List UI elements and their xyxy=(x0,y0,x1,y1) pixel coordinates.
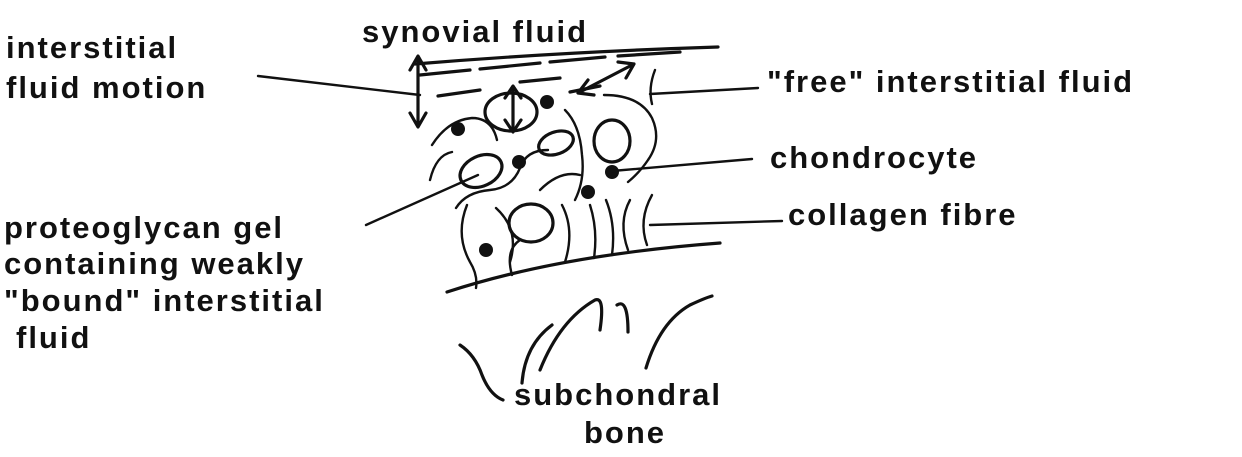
collagen-fibre xyxy=(562,205,569,262)
leader-chondrocyte xyxy=(612,159,752,171)
bone-trabecula xyxy=(540,300,602,370)
surface-dash xyxy=(618,52,680,56)
label-proteoglycan-gel-line3: "bound" interstitial xyxy=(4,283,325,318)
collagen-fibre xyxy=(590,205,595,258)
label-synovial-fluid: synovial fluid xyxy=(362,14,588,49)
chondrocyte-cell xyxy=(485,93,537,131)
collagen-fibre xyxy=(430,152,452,180)
leader-collagen-fibre xyxy=(650,221,782,225)
label-subchondral-line1: subchondral xyxy=(514,377,722,412)
leader-free-interstitial-fluid xyxy=(650,88,758,94)
collagen-fibre xyxy=(623,200,630,250)
collagen-fibre xyxy=(651,70,655,104)
surface-dash xyxy=(480,63,540,69)
chondrocyte-cell xyxy=(535,127,576,160)
chondrocyte-cell xyxy=(594,120,630,162)
chondrocyte-cell xyxy=(509,204,553,242)
label-subchondral-line2: bone xyxy=(584,415,666,450)
collagen-fibre xyxy=(606,200,613,255)
surface-dash xyxy=(438,90,480,96)
cell-nucleus-dot xyxy=(479,243,493,257)
label-free-interstitial-fluid: "free" interstitial fluid xyxy=(767,64,1134,99)
collagen-fibre xyxy=(565,110,583,200)
collagen-fibre xyxy=(643,195,652,245)
label-interstitial-fluid-motion-line1: interstitial xyxy=(6,30,178,65)
leader-interstitial-fluid-motion xyxy=(258,76,420,95)
surface-dash xyxy=(420,70,470,75)
collagen-fibre xyxy=(462,205,477,288)
bone-trabecula xyxy=(617,304,628,332)
label-proteoglycan-gel-line4: fluid xyxy=(16,320,91,355)
label-interstitial-fluid-motion-line2: fluid motion xyxy=(6,70,207,105)
collagen-fibre xyxy=(540,174,580,190)
label-proteoglycan-gel-line1: proteoglycan gel xyxy=(4,210,284,245)
label-chondrocyte: chondrocyte xyxy=(770,140,978,175)
cell-nucleus-dot xyxy=(540,95,554,109)
cell-nucleus-dot xyxy=(581,185,595,199)
label-proteoglycan-gel-line2: containing weakly xyxy=(4,246,305,281)
surface-dash xyxy=(550,57,605,62)
label-collagen-fibre: collagen fibre xyxy=(788,197,1018,232)
bone-trabecula xyxy=(646,296,712,368)
bone-trabecula xyxy=(460,345,503,400)
surface-dash xyxy=(520,78,560,82)
